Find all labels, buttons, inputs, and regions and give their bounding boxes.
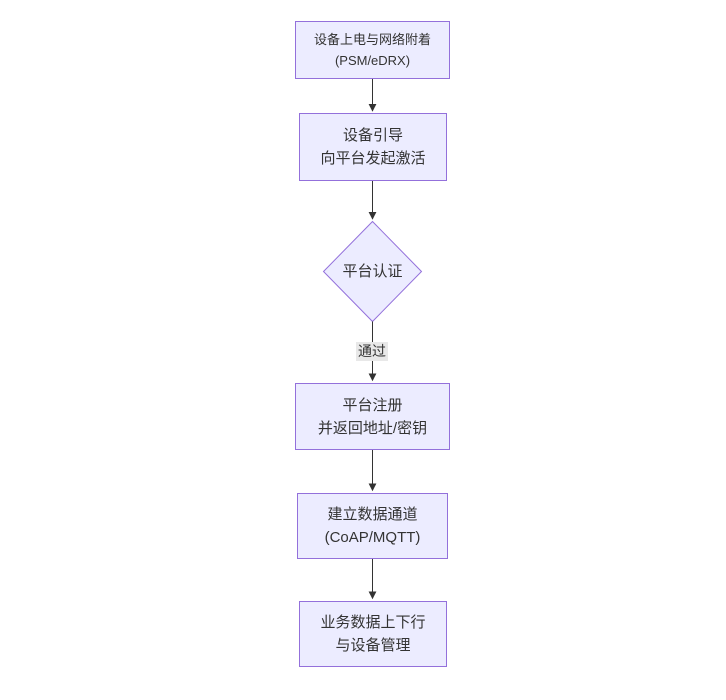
node-power-attach: 设备上电与网络附着 (PSM/eDRX) (295, 21, 450, 79)
node-text-line: 并返回地址/密钥 (317, 419, 428, 437)
node-data-channel: 建立数据通道 (CoAP/MQTT) (297, 493, 448, 559)
node-text-line: 设备上电与网络附着 (313, 32, 431, 47)
edge-label-pass: 通过 (356, 342, 388, 361)
node-text-line: 平台注册 (342, 396, 403, 414)
node-text-line: 设备引导 (342, 127, 403, 144)
node-text-line: (PSM/eDRX) (334, 53, 411, 68)
node-text-line: 业务数据上下行 (320, 614, 426, 631)
node-register: 平台注册 并返回地址/密钥 (295, 383, 450, 450)
node-platform-auth-label: 平台认证 (342, 263, 403, 280)
node-text-line: (CoAP/MQTT) (324, 529, 421, 546)
node-text-line: 向平台发起激活 (320, 150, 426, 167)
node-text-line: 建立数据通道 (327, 506, 418, 523)
node-text-line: 与设备管理 (335, 637, 411, 654)
node-business-data: 业务数据上下行 与设备管理 (299, 601, 447, 667)
node-bootstrap: 设备引导 向平台发起激活 (299, 113, 447, 181)
